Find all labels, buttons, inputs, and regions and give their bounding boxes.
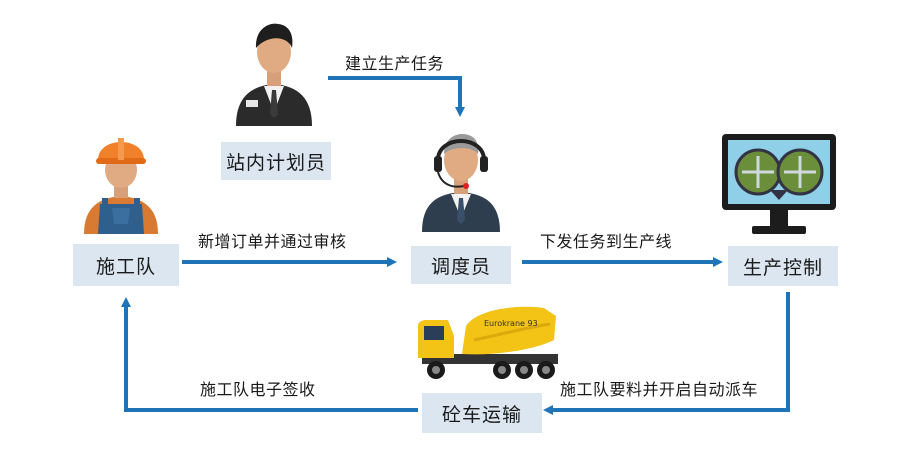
dispatcher-headset-figure-icon	[414, 124, 508, 232]
edge-label-sign-receipt: 施工队电子签收	[200, 380, 316, 399]
concrete-mixer-truck-icon: Eurokrane 93	[414, 296, 564, 386]
construction-worker-icon	[78, 128, 164, 234]
node-planner: 站内计划员	[221, 142, 331, 180]
planner-figure-icon	[228, 14, 320, 126]
arrow-sign-receipt	[121, 297, 418, 412]
node-construction-team: 施工队	[73, 244, 179, 286]
arrow-request-dispatch	[543, 292, 790, 415]
node-production-control: 生产控制	[728, 246, 838, 286]
truck-brand-text: Eurokrane 93	[484, 319, 538, 328]
edge-label-new-order: 新增订单并通过审核	[198, 232, 347, 251]
edge-label-create-task: 建立生产任务	[345, 54, 445, 73]
node-dispatcher: 调度员	[411, 246, 511, 284]
arrow-create-task	[328, 76, 465, 117]
monitor-mixer-icon	[720, 132, 838, 240]
edge-label-request-dispatch: 施工队要料并开启自动派车	[560, 380, 759, 399]
edge-label-issue-task: 下发任务到生产线	[540, 232, 673, 251]
node-mixer-transport: 砼车运输	[422, 393, 542, 433]
